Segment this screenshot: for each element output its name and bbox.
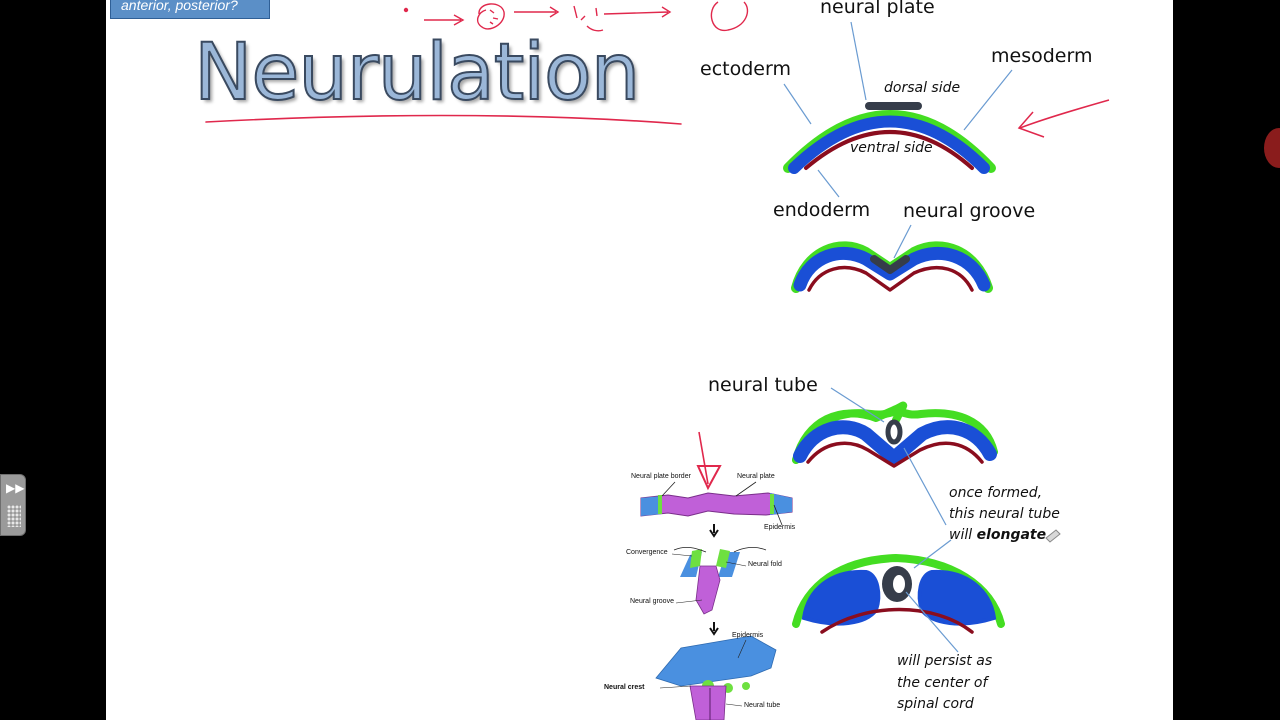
note-will-elongate: will elongate [949, 527, 1046, 543]
top-scribbles [403, 1, 749, 32]
label-dorsal-side: dorsal side [884, 80, 961, 96]
header-tag: anterior, posterior? [110, 0, 270, 19]
label-neural-tube: neural tube [708, 374, 818, 396]
spinal-cord-stage [792, 554, 1005, 634]
small-label-neural-plate: Neural plate [737, 473, 775, 480]
note-once-formed: once formed, [949, 485, 1043, 501]
small-label-convergence: Convergence [626, 549, 668, 556]
pen-cursor-icon [1045, 529, 1061, 543]
pointer-lines-2 [830, 387, 947, 526]
annotation-arrow-right [1017, 99, 1110, 138]
label-ventral-side: ventral side [850, 140, 933, 156]
pointer-lines-3 [905, 539, 959, 653]
slide-canvas: anterior, posterior? Neurulation [106, 0, 1173, 720]
small-label-neural-fold: Neural fold [748, 561, 782, 568]
note-spinal-cord: spinal cord [897, 696, 974, 712]
small-neurulation-diagram [640, 431, 793, 720]
side-panel-handle[interactable]: ▶▶ [0, 474, 26, 536]
small-label-neural-groove: Neural groove [630, 598, 674, 605]
neural-groove-stage [791, 241, 993, 293]
pointer-lines-1 [783, 21, 1013, 259]
label-neural-plate: neural plate [820, 0, 935, 18]
note-this-neural-tube: this neural tube [949, 506, 1060, 522]
label-endoderm: endoderm [773, 199, 871, 221]
small-label-epidermis-1: Epidermis [764, 524, 796, 531]
diagram-drawing [205, 1, 1110, 720]
right-edge-handle[interactable] [1264, 128, 1280, 168]
note-will-persist: will persist as [897, 653, 993, 669]
small-label-epidermis-2: Epidermis [732, 632, 764, 639]
page-title: Neurulation [193, 27, 641, 119]
neural-tube-stage [792, 401, 998, 468]
small-label-neural-crest: Neural crest [604, 684, 645, 691]
fast-forward-icon: ▶▶ [6, 481, 25, 495]
label-neural-groove: neural groove [903, 200, 1036, 222]
small-label-neural-tube: Neural tube [744, 702, 781, 709]
title-underline [205, 114, 682, 125]
label-mesoderm: mesoderm [991, 45, 1093, 67]
note-center-of: the center of [897, 675, 988, 691]
label-ectoderm: ectoderm [700, 58, 791, 80]
note-will: will [949, 527, 973, 543]
neural-plate-stage [783, 102, 996, 174]
small-label-neural-plate-border: Neural plate border [631, 473, 691, 480]
note-elongate: elongate [976, 527, 1047, 543]
grid-dots-icon [7, 505, 21, 527]
